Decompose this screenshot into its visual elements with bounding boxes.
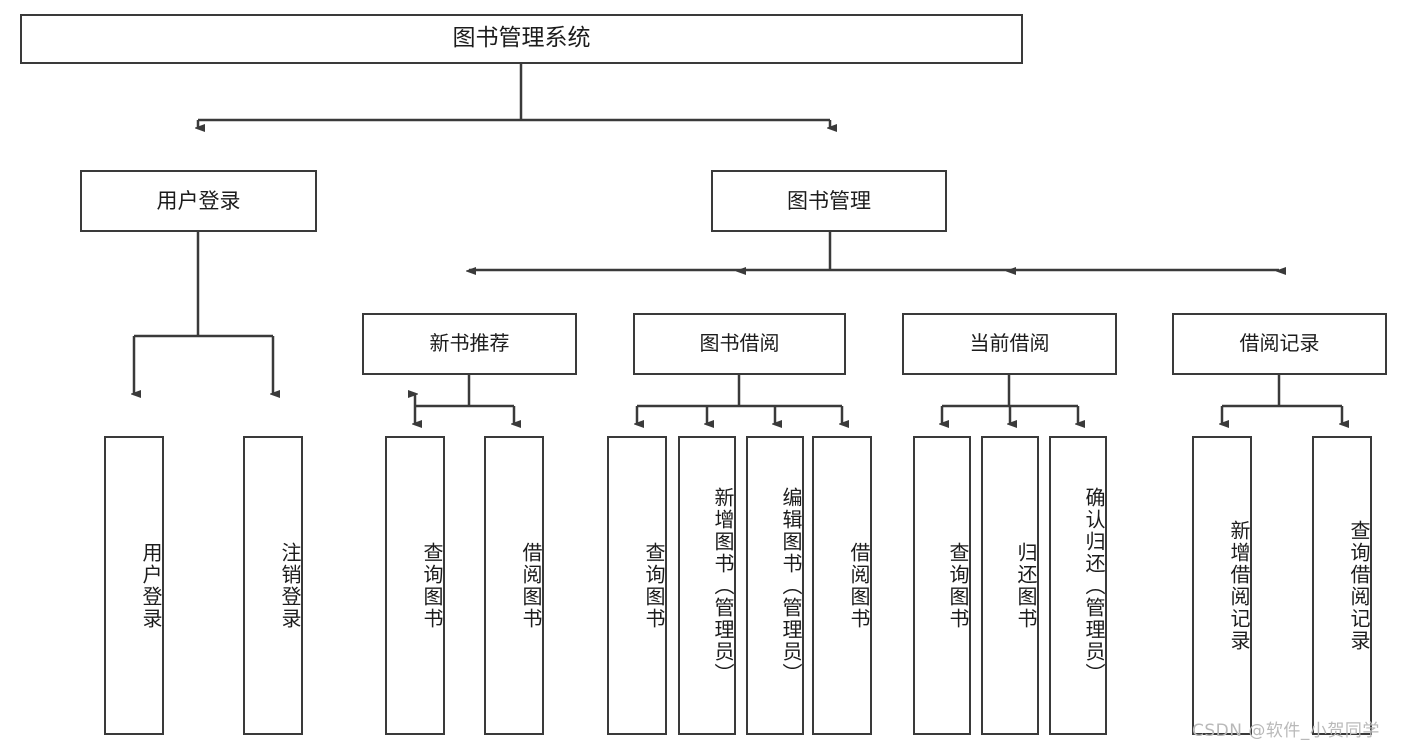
- node-leaf-borrow-book-1[interactable]: 借阅图书: [484, 436, 544, 735]
- node-leaf-query-book-1-label: 查询图书: [420, 541, 444, 630]
- node-user-login[interactable]: 用户登录: [80, 170, 317, 232]
- node-leaf-user-logout[interactable]: 注销登录: [243, 436, 303, 735]
- node-current-borrow-label: 当前借阅: [969, 331, 1050, 356]
- node-leaf-query-record[interactable]: 查询借阅记录: [1312, 436, 1372, 735]
- node-leaf-add-record[interactable]: 新增借阅记录: [1192, 436, 1252, 735]
- node-leaf-query-book-2[interactable]: 查询图书: [607, 436, 667, 735]
- node-book-manage[interactable]: 图书管理: [711, 170, 947, 232]
- node-user-login-label: 用户登录: [156, 188, 241, 213]
- node-book-manage-label: 图书管理: [787, 188, 871, 213]
- node-leaf-return-book-label: 归还图书: [1014, 541, 1038, 630]
- node-leaf-confirm-return[interactable]: 确认归还（管理员）: [1049, 436, 1107, 735]
- node-leaf-borrow-book-2[interactable]: 借阅图书: [812, 436, 872, 735]
- node-leaf-borrow-book-2-label: 借阅图书: [847, 541, 871, 630]
- node-leaf-query-book-2-label: 查询图书: [642, 541, 666, 630]
- node-new-book-rec[interactable]: 新书推荐: [362, 313, 577, 375]
- node-leaf-add-record-label: 新增借阅记录: [1227, 519, 1251, 652]
- node-current-borrow[interactable]: 当前借阅: [902, 313, 1117, 375]
- node-leaf-user-logout-label: 注销登录: [278, 541, 302, 630]
- node-leaf-edit-book[interactable]: 编辑图书（管理员）: [746, 436, 804, 735]
- watermark: CSDN @软件_小贺同学: [1192, 721, 1380, 741]
- node-book-borrow[interactable]: 图书借阅: [633, 313, 846, 375]
- node-leaf-user-login[interactable]: 用户登录: [104, 436, 164, 735]
- node-borrow-record[interactable]: 借阅记录: [1172, 313, 1387, 375]
- node-leaf-query-book-3[interactable]: 查询图书: [913, 436, 971, 735]
- node-leaf-query-book-1[interactable]: 查询图书: [385, 436, 445, 735]
- node-leaf-add-book-label: 新增图书（管理员）: [711, 486, 735, 685]
- node-leaf-add-book[interactable]: 新增图书（管理员）: [678, 436, 736, 735]
- node-root-label: 图书管理系统: [452, 25, 591, 52]
- node-leaf-confirm-return-label: 确认归还（管理员）: [1082, 486, 1106, 685]
- node-leaf-edit-book-label: 编辑图书（管理员）: [779, 486, 803, 685]
- node-leaf-borrow-book-1-label: 借阅图书: [519, 541, 543, 630]
- node-leaf-user-login-label: 用户登录: [139, 541, 163, 630]
- node-leaf-query-record-label: 查询借阅记录: [1347, 519, 1371, 652]
- node-borrow-record-label: 借阅记录: [1239, 331, 1320, 356]
- node-leaf-query-book-3-label: 查询图书: [946, 541, 970, 630]
- node-new-book-rec-label: 新书推荐: [429, 331, 510, 356]
- node-book-borrow-label: 图书借阅: [699, 331, 780, 356]
- node-leaf-return-book[interactable]: 归还图书: [981, 436, 1039, 735]
- node-root[interactable]: 图书管理系统: [20, 14, 1023, 64]
